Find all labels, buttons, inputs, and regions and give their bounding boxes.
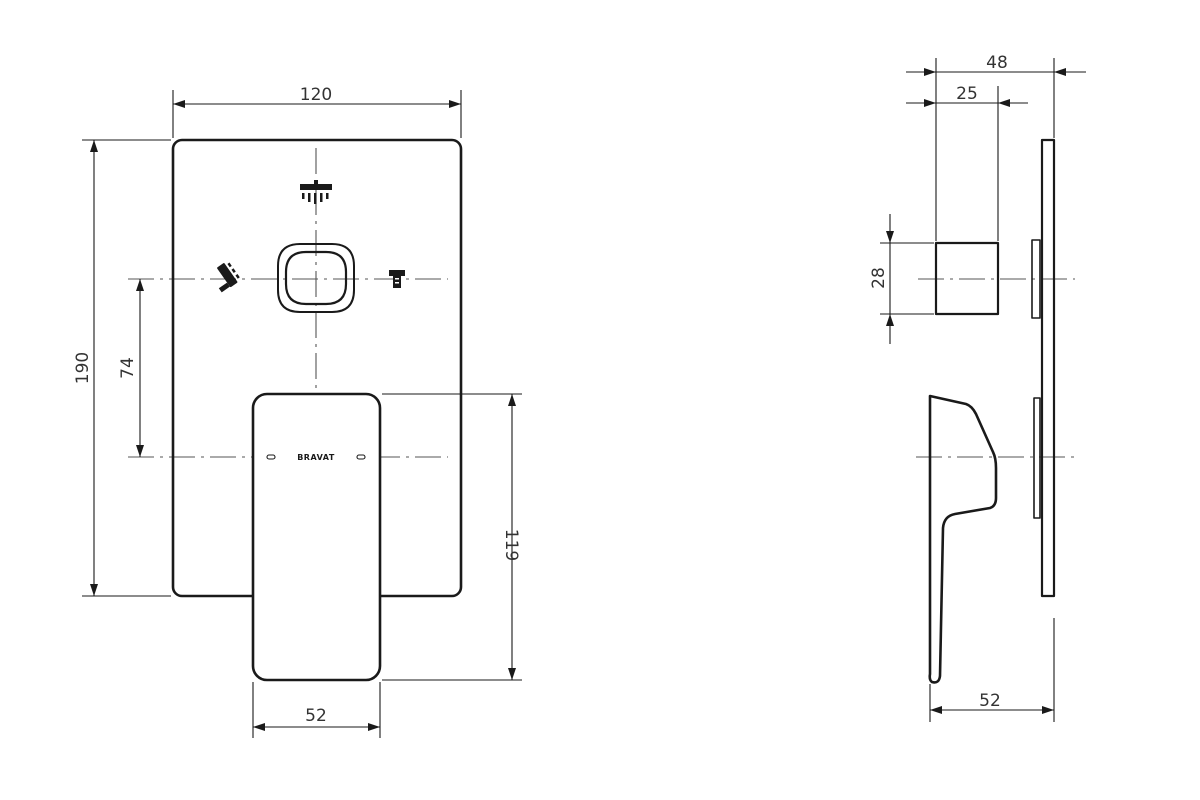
overhead-shower-icon [300, 180, 332, 204]
brand-label: BRAVAT [266, 451, 366, 463]
dim-side-knob-height: 28 [869, 214, 934, 344]
dim-plate-height: 190 [73, 139, 171, 597]
dim-side-base: 52 [929, 618, 1055, 722]
dim-handle-width: 52 [252, 682, 381, 738]
side-plate-boss-lower [1033, 397, 1041, 519]
hand-shower-icon [217, 262, 240, 293]
dim-handle-height: 119 [382, 393, 522, 681]
dim-handle-height-label: 119 [501, 529, 521, 561]
brand-dot-left [266, 454, 276, 460]
dim-side-knob-height-label: 28 [869, 267, 889, 289]
side-plate-boss-upper [1031, 239, 1041, 319]
dim-side-base-label: 52 [979, 691, 1001, 711]
dim-plate-width: 120 [172, 85, 462, 138]
dim-handle-width-label: 52 [305, 706, 327, 726]
dim-handle-offset-label: 74 [118, 357, 138, 379]
side-lever-profile [928, 394, 998, 684]
side-diverter-knob [934, 241, 1000, 316]
brand-dot-right [356, 454, 366, 460]
dim-side-spout-label: 25 [956, 84, 978, 104]
diverter-knob [277, 243, 355, 313]
lever-handle [251, 392, 382, 682]
spout-icon [389, 270, 405, 288]
dim-side-spout: 25 [906, 84, 1028, 241]
side-cover-plate [1040, 138, 1056, 598]
dim-plate-width-label: 120 [300, 85, 332, 105]
front-view: BRAVAT [73, 85, 522, 738]
dim-plate-height-label: 190 [73, 352, 93, 384]
dim-side-depth: 48 [906, 53, 1086, 241]
dim-side-depth-label: 48 [986, 53, 1008, 73]
dim-handle-offset: 74 [118, 279, 144, 457]
side-view: 48 25 28 52 [869, 53, 1086, 722]
brand-text: BRAVAT [297, 453, 335, 462]
